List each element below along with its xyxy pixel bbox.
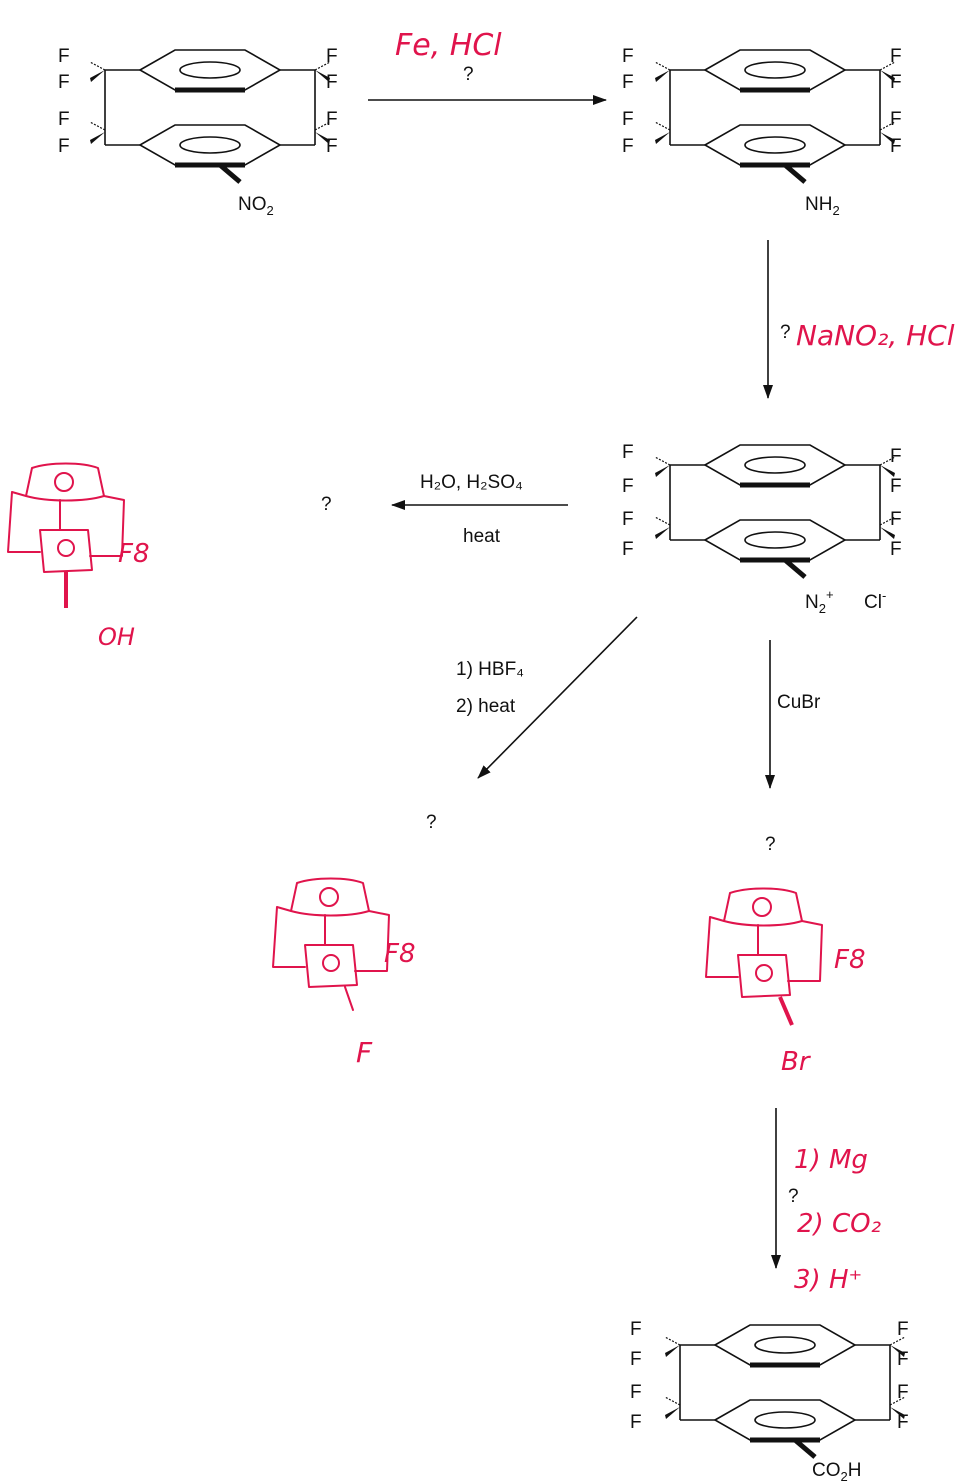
f-atom: F [58,72,70,93]
molecule-carboxy-cyclophane [665,1325,905,1459]
reagent-label-5: CuBr [777,692,821,713]
handwritten-f8-label-4: F8 [384,939,416,969]
f-atom: F [630,1412,642,1433]
f-atom: F [58,46,70,67]
molecule-nitro-cyclophane [90,50,330,184]
f-atom: F [890,72,902,93]
f-atom: F [630,1349,642,1370]
f-atom: F [897,1382,909,1403]
handwritten-f8-label-5: F8 [834,945,866,975]
molecule-amino-cyclophane [655,50,895,184]
question-mark-5: ? [765,834,776,855]
f-atom: F [622,539,634,560]
f-atom: F [897,1319,909,1340]
f-atom: F [622,72,634,93]
diazonium-group-label: N2+ [805,587,834,616]
f-atom: F [326,46,338,67]
reagent-label-4a: 1) HBF₄ [456,659,524,680]
handwritten-reagent-6a: 1) Mg [794,1145,868,1175]
f-atom: F [897,1349,909,1370]
question-mark-6: ? [788,1186,799,1207]
handwritten-fluoro-product [272,877,390,1011]
f-atom: F [622,509,634,530]
f-atom: F [890,136,902,157]
f-atom: F [630,1382,642,1403]
f-atom: F [890,539,902,560]
amine-group-label: NH2 [805,194,840,218]
reagent-label-3-top: H₂O, H₂SO₄ [420,472,523,493]
f-atom: F [326,72,338,93]
f-atom: F [622,46,634,67]
question-mark-1: ? [463,64,474,85]
f-atom: F [622,442,634,463]
f-atom: F [890,46,902,67]
f-atom: F [58,109,70,130]
handwritten-f-label: F [356,1036,373,1069]
reaction-arrow-4 [477,616,638,779]
f-atom: F [890,476,902,497]
handwritten-f8-label-3: F8 [118,539,150,569]
question-mark-4: ? [426,812,437,833]
f-atom: F [326,136,338,157]
handwritten-bromo-product [705,887,823,1026]
f-atom: F [622,476,634,497]
question-mark-3: ? [321,494,332,515]
f-atom: F [890,446,902,467]
f-atom: F [890,509,902,530]
handwritten-reagent-2: NaNO₂, HCl [796,319,955,352]
reagent-label-4b: 2) heat [456,696,516,717]
f-atom: F [622,136,634,157]
handwritten-br-label: Br [781,1047,812,1077]
handwritten-reagent-6b: 2) CO₂ [797,1209,881,1239]
question-mark-2: ? [780,322,791,343]
f-atom: F [890,109,902,130]
carboxyl-group-label: CO2H [812,1460,861,1481]
f-atom: F [897,1412,909,1433]
handwritten-oh-label: OH [98,623,135,651]
nitro-group-label: NO2 [238,194,274,218]
f-atom: F [58,136,70,157]
molecule-diazonium-cyclophane [655,445,895,579]
handwritten-phenol-product [7,462,125,608]
handwritten-reagent-1: Fe, HCl [395,28,502,63]
handwritten-reagent-6c: 3) H⁺ [794,1265,862,1295]
reagent-label-3-bottom: heat [463,526,501,547]
f-atom: F [622,109,634,130]
chloride-label: Cl- [864,588,886,613]
f-atom: F [630,1319,642,1340]
f-atom: F [326,109,338,130]
